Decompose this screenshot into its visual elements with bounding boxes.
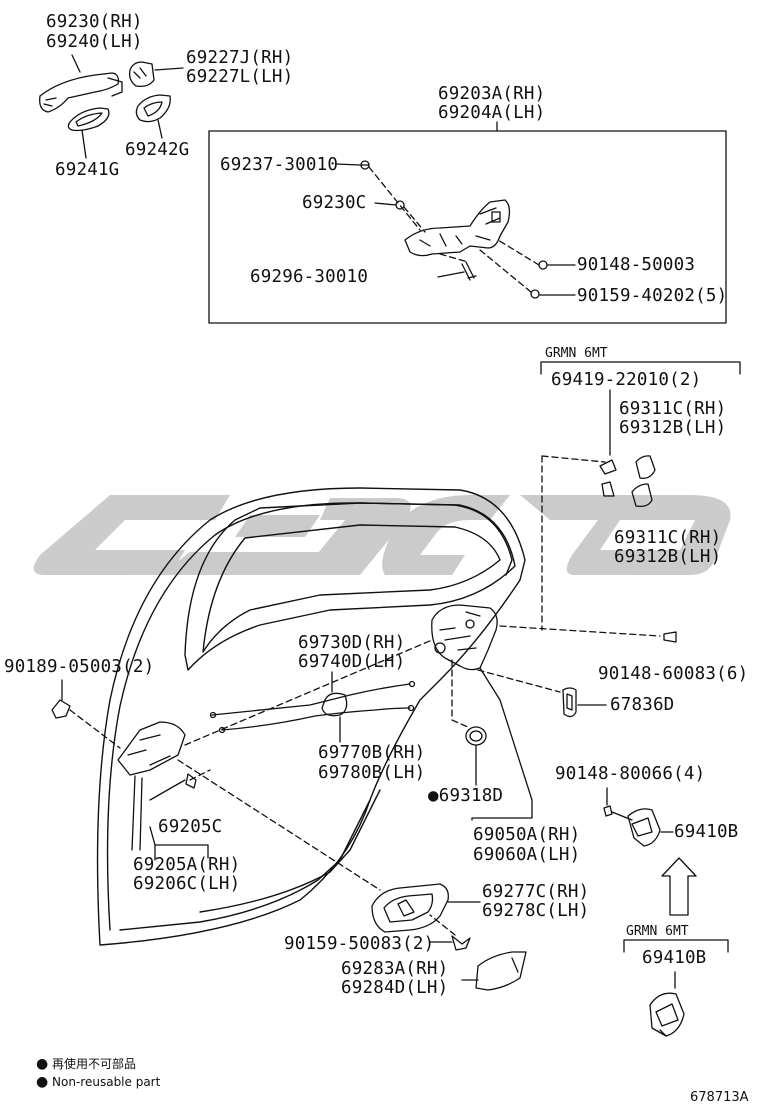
lock-label-rh: 69050A(RH) bbox=[473, 825, 581, 845]
cable-label-lh: 69740D(LH) bbox=[298, 652, 406, 672]
frame-drawing bbox=[360, 160, 548, 299]
grmn-bottom-bracket bbox=[623, 939, 729, 953]
grmn-clip-label: 69419-22010(2) bbox=[551, 370, 702, 390]
frame-title-lh: 69204A(LH) bbox=[438, 103, 546, 123]
non-reusable-dot-icon: ● bbox=[36, 1074, 49, 1090]
bracket-label-rh: 69205A(RH) bbox=[133, 855, 241, 875]
door-outline bbox=[96, 487, 526, 946]
screw-bottom-label: 69296-30010 bbox=[250, 267, 369, 287]
pad-label: 69242G bbox=[125, 140, 190, 160]
gasket-drawing bbox=[67, 107, 110, 159]
watermark-logo bbox=[33, 495, 731, 575]
inner-handle-label-rh: 69277C(RH) bbox=[482, 882, 590, 902]
cable2-label-rh: 69770B(RH) bbox=[318, 743, 426, 763]
grmn-cover-rh-1: 69311C(RH) bbox=[619, 399, 727, 419]
bolt-left-drawing bbox=[51, 679, 71, 719]
bolt-right-label: 90148-60083(6) bbox=[598, 664, 749, 684]
legend-jp: ● 再使用不可部品 bbox=[36, 1055, 136, 1072]
handle-cap-label-lh: 69227L(LH) bbox=[186, 67, 294, 87]
striker-bolt-drawing bbox=[603, 787, 633, 821]
bezel-label-rh: 69283A(RH) bbox=[341, 959, 449, 979]
bezel-label-lh: 69284D(LH) bbox=[341, 978, 449, 998]
frame-box bbox=[208, 130, 727, 324]
grmn-top-bracket bbox=[540, 361, 741, 375]
striker-grmn-drawing bbox=[649, 992, 685, 1037]
non-reusable-dot-icon: ● bbox=[428, 786, 439, 806]
frame-title-rh: 69203A(RH) bbox=[438, 84, 546, 104]
legend-en-text: Non-reusable part bbox=[52, 1075, 161, 1089]
inner-handle-drawing bbox=[371, 883, 481, 933]
door-bracket-drawing bbox=[117, 721, 209, 861]
grmn-cover-rh-2: 69311C(RH) bbox=[614, 528, 722, 548]
cable-label-rh: 69730D(RH) bbox=[298, 633, 406, 653]
bracket-label-lh: 69206C(LH) bbox=[133, 874, 241, 894]
bezel-drawing bbox=[461, 951, 527, 991]
striker-label: 69410B bbox=[674, 822, 739, 842]
pad-drawing bbox=[135, 94, 171, 139]
inner-bolt-drawing bbox=[429, 935, 471, 951]
lock-label-lh: 69060A(LH) bbox=[473, 845, 581, 865]
cable2-label-lh: 69780B(LH) bbox=[318, 763, 426, 783]
bolt-right-1-label: 90148-50003 bbox=[577, 255, 696, 275]
inner-bolt-label: 90159-50083(2) bbox=[284, 934, 435, 954]
gasket-label: 69241G bbox=[55, 160, 120, 180]
handle-cap-drawing bbox=[128, 61, 184, 88]
inner-handle-label-lh: 69278C(LH) bbox=[482, 901, 590, 921]
arrow-up-icon bbox=[661, 857, 697, 916]
screw-top-label: 69237-30010 bbox=[220, 155, 339, 175]
non-reusable-dot-icon: ● bbox=[36, 1056, 49, 1072]
grommet-label: 67836D bbox=[610, 695, 675, 715]
door-lock-drawing bbox=[431, 604, 677, 821]
seal-part-number: 69318D bbox=[438, 786, 504, 806]
bolt-left-label: 90189-05003(2) bbox=[4, 657, 155, 677]
legend-en: ● Non-reusable part bbox=[36, 1074, 160, 1090]
cover-c-label: 69230C bbox=[302, 193, 367, 213]
bolt-right-2-label: 90159-40202(5) bbox=[577, 286, 728, 306]
grmn-top-tag: GRMN 6MT bbox=[545, 346, 608, 361]
striker-bolt-label: 90148-80066(4) bbox=[555, 764, 706, 784]
grmn-striker-label: 69410B bbox=[642, 948, 707, 968]
outer-handle-label-lh: 69240(LH) bbox=[46, 32, 143, 52]
handle-cap-label-rh: 69227J(RH) bbox=[186, 48, 294, 68]
cables-drawing bbox=[209, 671, 416, 743]
diagram-id: 678713A bbox=[690, 1090, 749, 1105]
bracket-dashed bbox=[177, 639, 433, 891]
outer-handle-label-rh: 69230(RH) bbox=[46, 12, 143, 32]
bracket-c-label: 69205C bbox=[158, 817, 223, 837]
outer-handle-drawing bbox=[39, 54, 123, 113]
grmn-bottom-tag: GRMN 6MT bbox=[626, 924, 689, 939]
grmn-cover-lh-1: 69312B(LH) bbox=[619, 418, 727, 438]
grmn-covers-drawing bbox=[599, 455, 656, 508]
seal-label: ●69318D bbox=[428, 786, 503, 806]
legend-jp-text: 再使用不可部品 bbox=[52, 1057, 137, 1071]
frame-leader-dashed bbox=[368, 166, 540, 293]
grmn-cover-lh-2: 69312B(LH) bbox=[614, 547, 722, 567]
striker-drawing bbox=[627, 808, 674, 847]
